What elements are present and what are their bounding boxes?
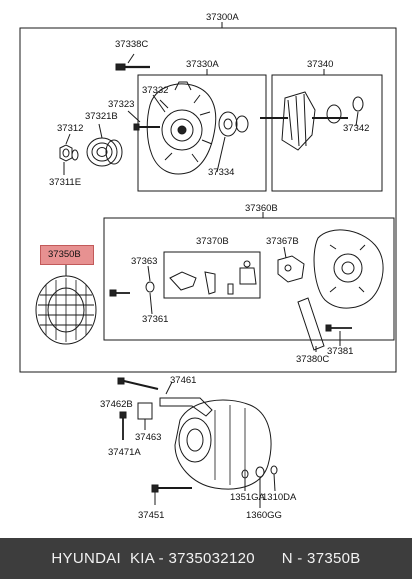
label-37350b: 37350B (48, 249, 81, 260)
label-37361: 37361 (142, 314, 169, 325)
label-37381: 37381 (327, 346, 354, 357)
label-1351ga: 1351GA (230, 492, 265, 503)
footer-bar: HYUNDAI KIA - 3735032120 N - 37350B (0, 538, 412, 579)
nuts-washers-icon (241, 465, 278, 508)
label-37360b: 37360B (245, 203, 278, 214)
label-37462b: 37462B (100, 399, 133, 410)
pulley-icon (86, 123, 123, 167)
front-housing-icon (146, 81, 217, 175)
rotor-box (271, 74, 383, 192)
bolt-37363 (109, 265, 155, 315)
screw-37323 (127, 110, 160, 131)
label-37338c: 37338C (115, 39, 149, 50)
label-1310da: 1310DA (262, 492, 297, 503)
assembly-frame (19, 22, 397, 373)
brush-holder-icon (169, 260, 257, 295)
label-37312: 37312 (57, 123, 84, 134)
footer-brand-text: HYUNDAI KIA - 3735032120 (51, 550, 255, 567)
bolt-37471a (119, 411, 127, 440)
label-37463: 37463 (135, 432, 162, 443)
stator-icon (35, 264, 97, 345)
label-37461: 37461 (170, 375, 197, 386)
label-37334: 37334 (208, 167, 235, 178)
label-37367b: 37367B (266, 236, 299, 247)
housing-box (137, 74, 267, 192)
rectifier-box (103, 217, 395, 341)
bolt-37451 (151, 484, 192, 505)
label-37342: 37342 (343, 123, 370, 134)
label-37340: 37340 (307, 59, 334, 70)
bolt-37462b (117, 377, 159, 390)
bearing-icon (216, 111, 249, 173)
parts-diagram (19, 22, 397, 508)
label-37330a: 37330A (186, 59, 219, 70)
regulator-icon (277, 246, 305, 283)
label-1360gg: 1360GG (246, 510, 282, 521)
label-37363: 37363 (131, 256, 158, 267)
bracket-37380c (297, 297, 352, 352)
label-37300a: 37300A (206, 12, 239, 23)
nut-washer-icon (59, 133, 79, 175)
highlight-box (40, 245, 94, 265)
label-37332: 37332 (142, 85, 169, 96)
label-37321b: 37321B (85, 111, 118, 122)
alternator-icon (159, 381, 272, 490)
brush-holder-box (163, 251, 261, 299)
bolt-37338c (115, 53, 150, 71)
label-37471a: 37471A (108, 447, 141, 458)
label-37370b: 37370B (196, 236, 229, 247)
rotor-icon (260, 91, 364, 151)
label-37380c: 37380C (296, 354, 330, 365)
footer-part-text: N - 37350B (281, 550, 361, 567)
block-37463 (137, 402, 153, 430)
rear-housing-icon (313, 229, 384, 309)
label-37311e: 37311E (49, 177, 82, 188)
label-37451: 37451 (138, 510, 165, 521)
label-37323: 37323 (108, 99, 135, 110)
